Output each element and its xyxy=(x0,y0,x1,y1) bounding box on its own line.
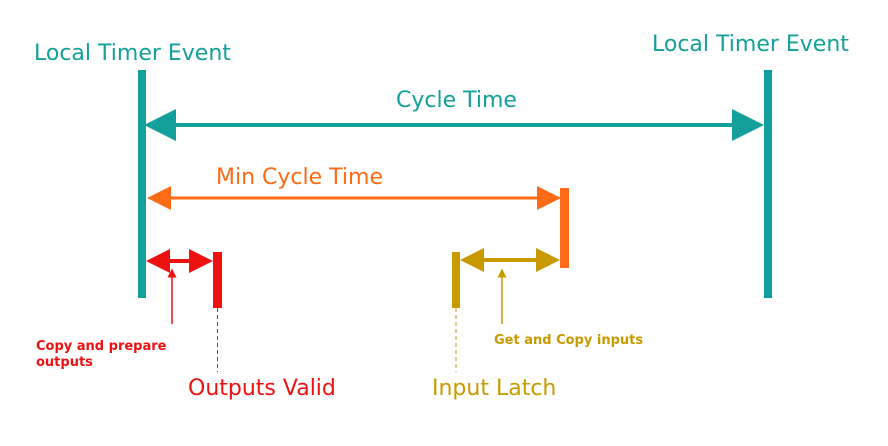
right-timer-bar xyxy=(764,70,772,298)
left-timer-bar xyxy=(138,70,146,298)
input-latch-label: Input Latch xyxy=(432,376,557,401)
min-cycle-time-label: Min Cycle Time xyxy=(216,165,383,190)
cycle-time-label: Cycle Time xyxy=(396,88,517,113)
get-copy-inputs-label: Get and Copy inputs xyxy=(494,333,644,348)
right-timer-event-label: Local Timer Event xyxy=(652,32,849,57)
outputs-valid-label: Outputs Valid xyxy=(188,376,336,401)
left-timer-event-label: Local Timer Event xyxy=(34,41,231,66)
copy-prepare-outputs-label: Copy and prepare outputs xyxy=(36,339,167,371)
input-latch-bar xyxy=(452,252,460,308)
min-cycle-end-bar xyxy=(560,188,569,268)
outputs-valid-bar xyxy=(213,252,222,308)
